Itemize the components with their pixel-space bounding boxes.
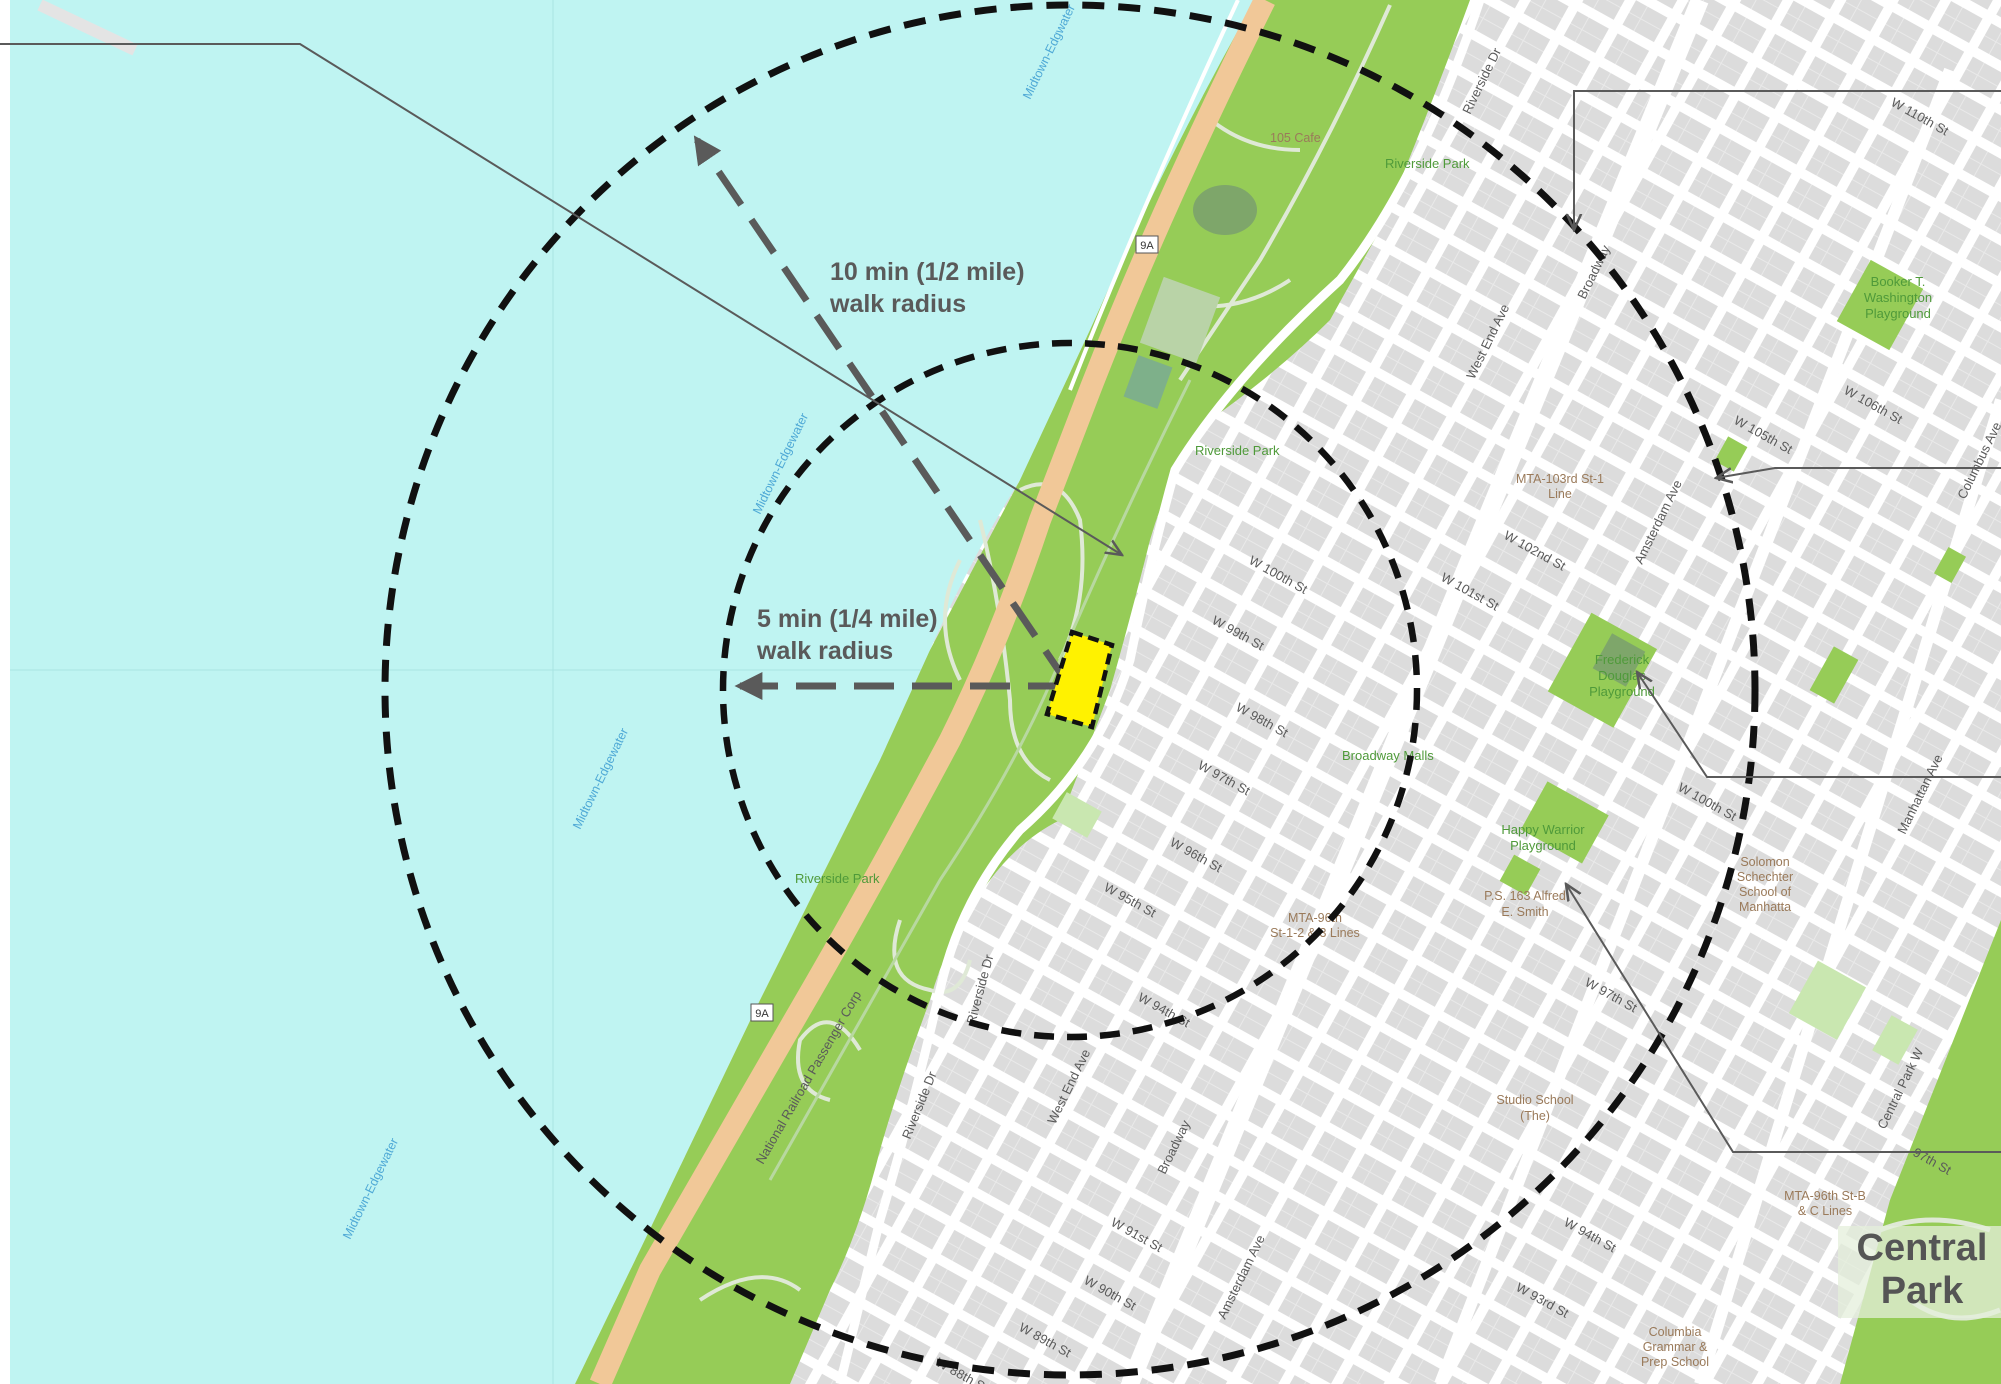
poi-label: Prep School xyxy=(1641,1355,1709,1369)
poi-label: 105 Cafe xyxy=(1270,131,1321,145)
poi-label: MTA-96th St-B xyxy=(1784,1189,1866,1203)
leader-line-ps163 xyxy=(1566,884,2001,1153)
poi-label: Grammar & xyxy=(1643,1340,1708,1354)
riverside-park xyxy=(575,0,1470,1384)
sports-field xyxy=(1123,355,1173,409)
route-9a-shield: 9A xyxy=(1135,235,1159,254)
park-label: Playground xyxy=(1510,838,1576,853)
park-label: Frederick xyxy=(1595,652,1650,667)
ten-minute-callout: walk radius xyxy=(829,290,966,318)
central-park-label: Central xyxy=(1857,1227,1988,1269)
ten-minute-walk-radius xyxy=(381,1,1759,1379)
park-label: Booker T. xyxy=(1871,274,1926,289)
playground-court xyxy=(1592,633,1646,687)
central-park-label: Park xyxy=(1881,1270,1964,1312)
park-labels: Riverside Park Riverside Park Riverside … xyxy=(795,156,1932,886)
project-site xyxy=(1044,629,1115,730)
five-minute-callout: walk radius xyxy=(756,637,893,665)
poi-label: Schechter xyxy=(1737,870,1793,884)
central-park-label-bg xyxy=(1838,1226,2001,1318)
railroad xyxy=(768,379,1192,1181)
poi-label: & C Lines xyxy=(1798,1204,1852,1218)
park-label: Playground xyxy=(1865,306,1931,321)
svg-text:9A: 9A xyxy=(755,1008,769,1020)
svg-text:9A: 9A xyxy=(1140,240,1154,252)
ten-minute-callout: 10 min (1/2 mile) xyxy=(830,258,1025,286)
route-9a-shield: 9A xyxy=(750,1003,774,1022)
park-label: Douglas xyxy=(1598,668,1646,683)
five-minute-callout: 5 min (1/4 mile) xyxy=(757,605,938,633)
leader-line-north xyxy=(1574,90,2001,230)
poi-label: MTA-96th xyxy=(1288,911,1342,925)
poi-label: (The) xyxy=(1520,1109,1550,1123)
park-label: Happy Warrior xyxy=(1501,822,1585,837)
poi-label: Manhatta xyxy=(1739,900,1791,914)
poi-label: E. Smith xyxy=(1501,905,1548,919)
five-minute-walk-radius xyxy=(719,339,1421,1041)
park-label: Broadway Malls xyxy=(1342,748,1434,763)
leader-line-site xyxy=(0,43,1122,555)
leader-line-booker xyxy=(1716,467,2001,478)
poi-label: Studio School xyxy=(1496,1093,1573,1107)
park-label: Riverside Park xyxy=(795,871,880,886)
poi-label: Columbia xyxy=(1649,1325,1702,1339)
map-frame-white-edge xyxy=(0,0,10,1384)
riverside-drive xyxy=(835,0,1485,1384)
park-label: Playground xyxy=(1589,684,1655,699)
hudson-river xyxy=(0,0,1255,1384)
park-label: Riverside Park xyxy=(1385,156,1470,171)
pier xyxy=(37,0,138,56)
ten-minute-radius-arrow xyxy=(693,135,1071,686)
tennis-courts xyxy=(1139,276,1221,364)
sports-field xyxy=(1193,185,1257,235)
poi-label: P.S. 163 Alfred xyxy=(1484,889,1566,903)
poi-label: Solomon xyxy=(1740,855,1789,869)
park-label: Washington xyxy=(1864,290,1932,305)
poi-label: MTA-103rd St-1 xyxy=(1516,472,1604,486)
poi-label: Line xyxy=(1548,487,1572,501)
small-parks xyxy=(1052,259,1967,1065)
henry-hudson-parkway xyxy=(589,0,1275,1384)
park-label: Riverside Park xyxy=(1195,443,1280,458)
poi-label: School of xyxy=(1739,885,1792,899)
leader-line-frederick xyxy=(1637,672,2001,778)
